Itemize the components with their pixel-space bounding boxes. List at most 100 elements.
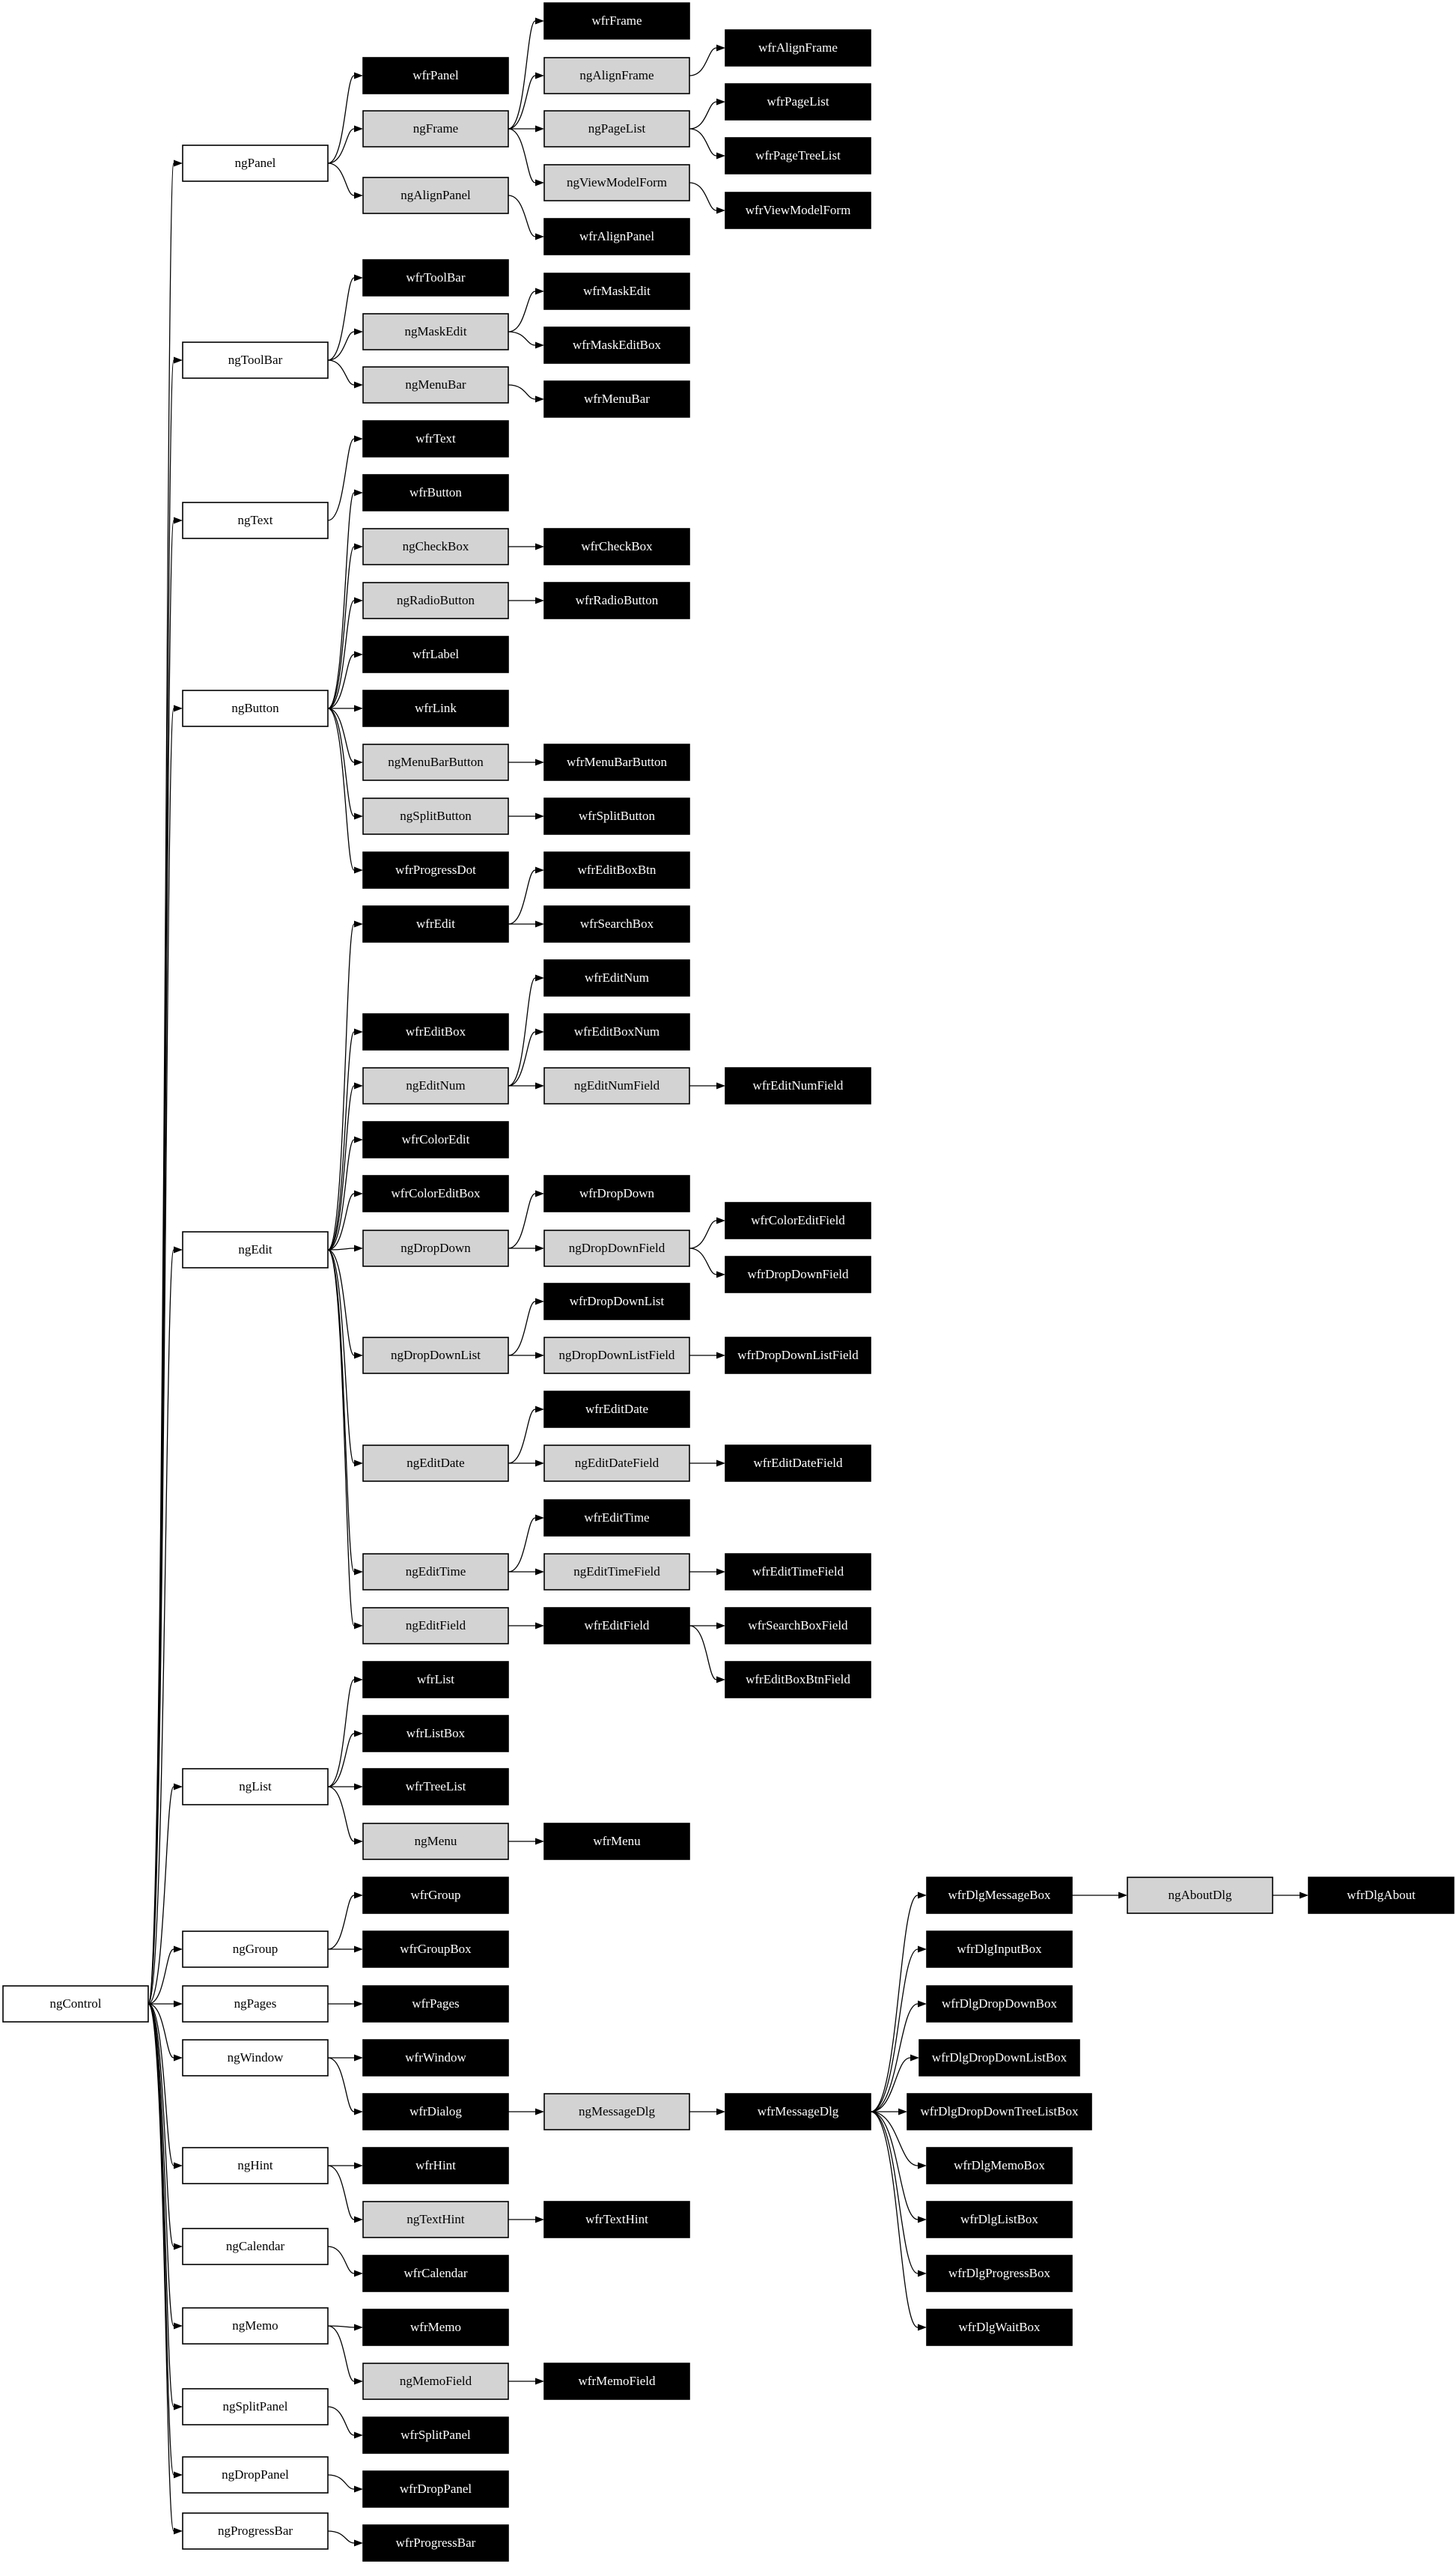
edge-line — [327, 1679, 355, 1787]
node-label: wfrMenu — [593, 1834, 641, 1848]
arrowhead-icon — [535, 1190, 544, 1197]
edge-line — [327, 492, 355, 709]
edge-line — [327, 2246, 355, 2274]
node-ng-edit-date: ngEditDate — [362, 1444, 509, 1482]
node-label: ngCalendar — [226, 2239, 285, 2253]
edge-ng-edit-time-field-to-wfr-edit-time-field — [689, 1568, 725, 1576]
node-label: wfrEditDateField — [754, 1456, 843, 1470]
node-wfr-message-dlg: wfrMessageDlg — [725, 2093, 871, 2130]
arrowhead-icon — [535, 1352, 544, 1359]
arrowhead-icon — [535, 1406, 544, 1413]
edge-line — [327, 1248, 355, 1251]
edge-ng-button-to-wfr-button — [327, 489, 363, 709]
edge-ng-frame-to-ng-view-model-form — [508, 128, 544, 186]
edge-ng-control-to-ng-pages — [148, 2000, 183, 2008]
node-wfr-link: wfrLink — [362, 690, 509, 727]
node-label: ngCheckBox — [403, 539, 469, 553]
arrowhead-icon — [535, 341, 544, 349]
node-label: wfrDlgInputBox — [957, 1942, 1042, 1956]
node-box — [725, 1444, 871, 1482]
node-label: wfrMemoField — [579, 2374, 656, 2388]
node-label: wfrSearchBox — [580, 917, 654, 931]
edge-ng-edit-time-to-wfr-edit-time — [508, 1514, 544, 1573]
arrowhead-icon — [716, 207, 725, 214]
edge-ng-text-hint-to-wfr-text-hint — [508, 2216, 544, 2223]
node-label: ngPages — [234, 1996, 277, 2011]
edge-line — [508, 75, 536, 130]
arrowhead-icon — [918, 1892, 927, 1899]
edge-line — [327, 438, 355, 521]
edges-layer — [147, 17, 1309, 2547]
edge-wfr-dialog-to-ng-message-dlg — [508, 2108, 544, 2115]
arrowhead-icon — [535, 233, 544, 240]
node-ng-text-hint: ngTextHint — [362, 2201, 509, 2238]
edge-wfr-edit-field-to-wfr-edit-box-btn-field — [689, 1625, 725, 1683]
arrowhead-icon — [535, 1514, 544, 1522]
edge-ng-window-to-wfr-dialog — [327, 2057, 363, 2115]
edge-line — [327, 1733, 355, 1787]
node-label: ngSplitButton — [400, 809, 472, 823]
node-wfr-drop-down-list: wfrDropDownList — [543, 1283, 690, 1320]
edge-line — [147, 2003, 174, 2247]
node-box — [543, 57, 690, 94]
node-label: ngMemoField — [400, 2374, 472, 2388]
node-label: wfrDropDownListField — [737, 1348, 859, 1362]
arrowhead-icon — [898, 2108, 907, 2115]
node-wfr-edit-date: wfrEditDate — [543, 1391, 690, 1428]
edge-ng-control-to-ng-calendar — [147, 2003, 183, 2250]
edge-ng-edit-to-wfr-color-edit-box — [327, 1190, 363, 1251]
node-label: ngText — [238, 513, 273, 527]
node-label: wfrDropDown — [579, 1186, 655, 1200]
edge-line — [689, 182, 717, 211]
node-box — [362, 2255, 509, 2292]
node-box — [362, 1067, 509, 1105]
node-label: ngAboutDlg — [1169, 1888, 1233, 1902]
node-wfr-dlg-drop-down-box: wfrDlgDropDownBox — [926, 1985, 1073, 2023]
edge-wfr-message-dlg-to-wfr-dlg-message-box — [870, 1892, 927, 2112]
edge-ng-drop-down-field-to-wfr-color-edit-field — [689, 1217, 725, 1249]
arrowhead-icon — [174, 356, 183, 364]
node-label: wfrTextHint — [585, 2212, 648, 2226]
edge-line — [327, 2530, 355, 2544]
node-ng-edit: ngEdit — [182, 1231, 329, 1269]
arrowhead-icon — [716, 1217, 725, 1224]
node-wfr-group-box: wfrGroupBox — [362, 1930, 509, 1968]
node-ng-menu-bar: ngMenuBar — [362, 366, 509, 404]
node-label: wfrEditBoxBtnField — [746, 1672, 850, 1686]
node-wfr-edit-time: wfrEditTime — [543, 1499, 690, 1537]
node-box — [182, 2456, 329, 2494]
edge-line — [508, 869, 536, 925]
edge-ng-control-to-ng-memo — [147, 2003, 183, 2330]
node-label: wfrSearchBoxField — [748, 1618, 848, 1632]
arrowhead-icon — [354, 274, 363, 282]
edge-wfr-message-dlg-to-wfr-dlg-input-box — [870, 1945, 927, 2112]
node-box — [543, 905, 690, 943]
node-box — [543, 380, 690, 418]
arrowhead-icon — [716, 1271, 725, 1278]
edge-line — [327, 277, 355, 361]
edge-ng-edit-num-to-ng-edit-num-field — [508, 1082, 544, 1090]
edge-line — [327, 1249, 355, 1573]
edge-ng-button-to-ng-menu-bar-button — [327, 708, 363, 766]
edge-ng-button-to-ng-split-button — [327, 708, 363, 820]
node-wfr-color-edit-field: wfrColorEditField — [725, 1202, 871, 1239]
arrowhead-icon — [354, 2324, 363, 2331]
arrowhead-icon — [174, 1945, 183, 1953]
arrowhead-icon — [354, 2216, 363, 2223]
edge-ng-drop-down-field-to-wfr-drop-down-field — [689, 1248, 725, 1278]
edge-line — [870, 2111, 919, 2328]
arrowhead-icon — [716, 152, 725, 160]
arrowhead-icon — [535, 1245, 544, 1252]
node-label: wfrPages — [412, 1996, 459, 2011]
edge-ng-button-to-wfr-progress-dot — [327, 708, 363, 874]
edge-ng-view-model-form-to-wfr-view-model-form — [689, 182, 725, 214]
node-box — [543, 326, 690, 364]
node-label: wfrColorEditBox — [392, 1186, 481, 1200]
edge-ng-align-frame-to-wfr-align-frame — [689, 44, 725, 76]
node-wfr-progress-bar: wfrProgressBar — [362, 2524, 509, 2562]
node-label: wfrEditTimeField — [752, 1564, 844, 1579]
arrowhead-icon — [535, 2216, 544, 2223]
edge-line — [327, 75, 355, 164]
node-box — [362, 2039, 509, 2077]
node-box — [362, 1175, 509, 1212]
